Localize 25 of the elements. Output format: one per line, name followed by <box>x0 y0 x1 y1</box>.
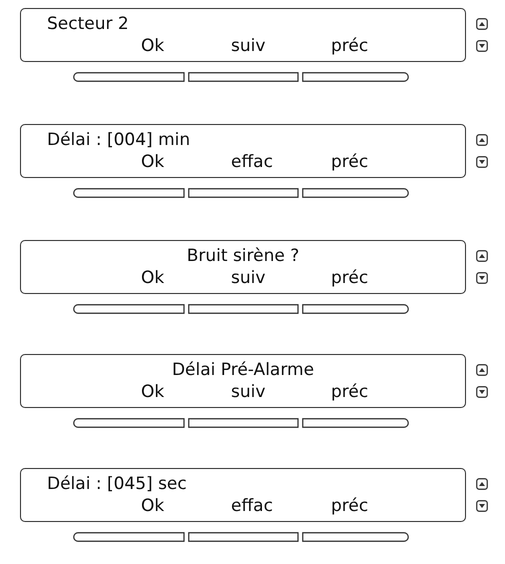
softkey-label: Ok <box>141 496 164 516</box>
softkey-label: préc <box>331 152 368 172</box>
screen-text: Délai : [045] sec <box>47 474 187 494</box>
screen-text: Délai Pré-Alarme <box>172 360 314 380</box>
screen-text: Délai : [004] min <box>47 130 190 150</box>
softkey-label: effac <box>231 152 273 172</box>
softkey-label: préc <box>331 496 368 516</box>
softkey-label: préc <box>331 36 368 56</box>
screen-text: Bruit sirène ? <box>186 246 300 266</box>
lcd-screen <box>20 240 466 294</box>
lcd-screen <box>20 354 466 408</box>
softkey-label: Ok <box>141 268 164 288</box>
softkey-label: suiv <box>231 268 266 288</box>
softkey-label: Ok <box>141 152 164 172</box>
softkey-label: préc <box>331 382 368 402</box>
lcd-screen <box>20 124 466 178</box>
lcd-screen <box>20 8 466 62</box>
softkey-label: préc <box>331 268 368 288</box>
screen-text: Secteur 2 <box>47 14 129 34</box>
softkey-label: Ok <box>141 36 164 56</box>
softkey-label: Ok <box>141 382 164 402</box>
softkey-label: effac <box>231 496 273 516</box>
softkey-label: suiv <box>231 382 266 402</box>
softkey-label: suiv <box>231 36 266 56</box>
lcd-screen <box>20 468 466 522</box>
